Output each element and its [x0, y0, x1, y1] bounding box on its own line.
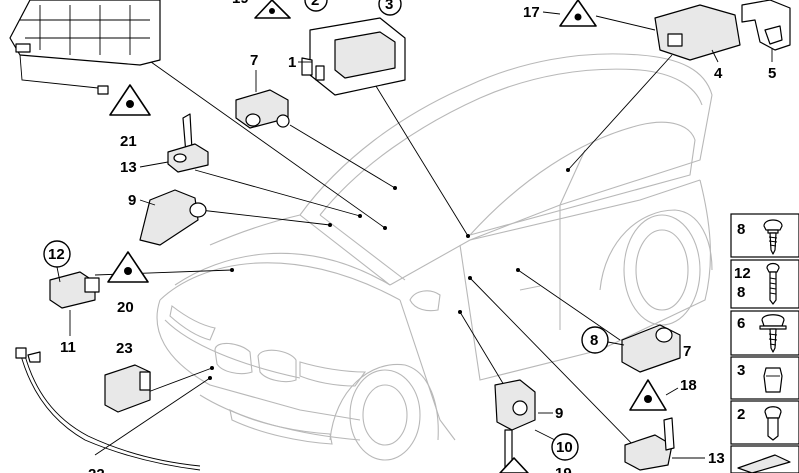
callout-9-lower: 9	[555, 405, 563, 422]
callout-10: 10	[556, 439, 573, 456]
sensor-part-13-lower	[624, 417, 675, 471]
shoulder-bolt-icon	[764, 406, 782, 441]
callout-7-upper: 7	[250, 52, 258, 69]
callout-3: 3	[385, 0, 393, 13]
seat-occupancy-mat	[9, 0, 161, 95]
circled-number-icon	[551, 433, 579, 461]
connector-part-11	[49, 271, 100, 309]
fastener-label-6: 6	[737, 315, 745, 332]
airbag-warning-triangle-icon	[254, 0, 291, 19]
fastener-panel-12-8	[730, 259, 799, 309]
airbag-control-unit-part-1	[301, 17, 406, 96]
callout-23: 23	[116, 340, 133, 357]
screw-icon	[763, 219, 783, 255]
sensor-part-9-left	[139, 189, 207, 246]
flange-screw-icon	[759, 314, 787, 353]
callout-20: 20	[117, 299, 134, 316]
callout-4: 4	[714, 65, 723, 82]
nut-icon	[763, 367, 783, 393]
callout-17: 17	[523, 4, 540, 21]
callout-21: 21	[120, 133, 137, 150]
callout-11: 11	[60, 339, 76, 356]
leader-lines	[94, 39, 673, 456]
airbag-warning-triangle-icon	[109, 84, 151, 116]
callout-5: 5	[768, 65, 776, 82]
fastener-label-8b: 8	[737, 284, 745, 301]
fastener-panel-column: 8 12 8 6 3 2	[730, 213, 799, 473]
airbag-warning-triangle-icon	[559, 0, 597, 27]
callout-7-right: 7	[683, 343, 691, 360]
bolt-icon	[766, 262, 780, 305]
callout-13-upper: 13	[120, 159, 137, 176]
callout-2: 2	[311, 0, 319, 9]
clip-icon	[737, 454, 791, 473]
module-part-23	[104, 364, 151, 413]
callout-19-lower: 19	[555, 465, 572, 473]
sensor-part-7-right	[621, 324, 681, 373]
fastener-label-2: 2	[737, 406, 745, 423]
module-part-4	[654, 4, 741, 61]
callout-19-upper: 19	[232, 0, 249, 7]
callout-22: 22	[88, 466, 105, 473]
car-outline	[156, 53, 713, 461]
callout-1: 1	[288, 54, 296, 71]
callout-9-left: 9	[128, 192, 136, 209]
callout-18: 18	[680, 377, 697, 394]
airbag-warning-triangle-icon	[499, 457, 529, 473]
bracket-part-5	[741, 0, 791, 51]
circled-number-icon	[304, 0, 328, 12]
fastener-label-12: 12	[734, 265, 751, 282]
cable-part-22	[15, 347, 201, 471]
callout-labels: 21 13 9 12 20 11 23 22 1 2 3 19 7 17 4 5…	[48, 0, 776, 473]
sensor-part-13-upper	[167, 113, 209, 173]
fastener-panel-2	[730, 400, 799, 445]
fastener-label-3: 3	[737, 362, 745, 379]
fastener-panel-8	[730, 213, 799, 258]
leader-dots	[208, 168, 570, 380]
airbag-warning-triangle-icon	[107, 251, 149, 283]
sensor-part-7-upper	[235, 89, 290, 129]
callout-12-left: 12	[48, 246, 65, 263]
airbag-warning-triangle-icon	[629, 379, 667, 411]
callout-8-right: 8	[590, 332, 598, 349]
callout-13-lower: 13	[708, 450, 725, 467]
circled-number-icon	[581, 326, 609, 354]
fastener-label-8: 8	[737, 221, 745, 238]
circled-number-icon	[378, 0, 402, 16]
sensor-part-9-lower	[494, 379, 536, 469]
